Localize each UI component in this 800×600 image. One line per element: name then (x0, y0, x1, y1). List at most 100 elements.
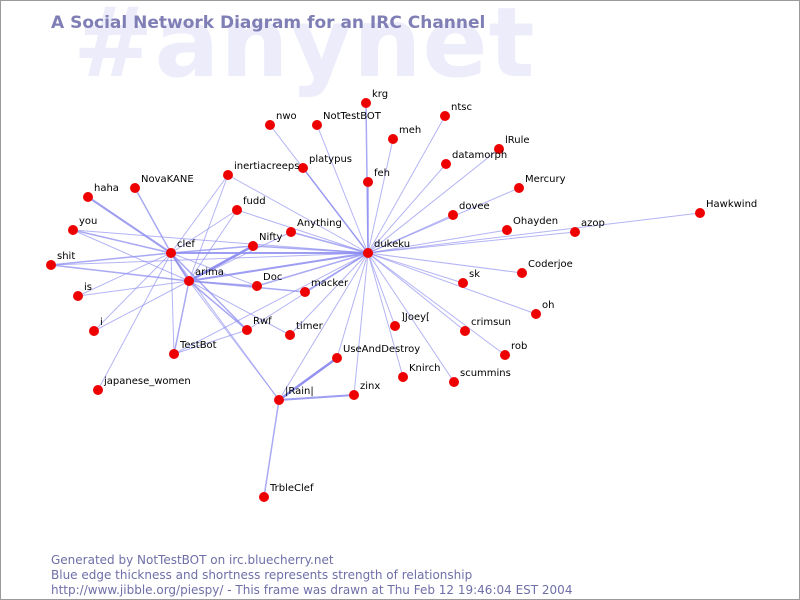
node-dot (232, 205, 242, 215)
node-dot (440, 111, 450, 121)
edge-dukeku-dovee (367, 214, 454, 254)
node-label: Hawkwind (706, 199, 757, 210)
node-dot (363, 177, 373, 187)
node-dot (286, 227, 296, 237)
edge-dukeku-you (72, 229, 369, 254)
edge-dukeku-Rain (278, 252, 369, 401)
node-Knirch: Knirch (398, 363, 440, 382)
node-haha: haha (83, 183, 119, 202)
edge-arima-i (93, 280, 190, 332)
edge-dukeku-platypus (302, 167, 369, 254)
edge-arima-Nifty (187, 244, 255, 283)
edge-dukeku-scummins (367, 252, 455, 383)
node-label: i (100, 317, 103, 328)
node-dot (265, 120, 275, 130)
node-label: Doc (263, 272, 282, 283)
node-dukeku: dukeku (363, 239, 410, 258)
node-Rain: |Rain| (274, 386, 314, 405)
node-NovaKANE: NovaKANE (130, 174, 194, 193)
node-platypus: platypus (298, 154, 352, 173)
node-feh: feh (363, 168, 390, 187)
node-TestBot: TestBot (169, 340, 217, 359)
node-dot (285, 330, 295, 340)
node-label: datamorph (452, 150, 507, 161)
node-dot (349, 390, 359, 400)
node-label: dukeku (374, 239, 410, 250)
node-dot (184, 276, 194, 286)
node-dot (312, 120, 322, 130)
edge-dukeku-TestBot (173, 252, 369, 355)
node-Mercury: Mercury (514, 174, 566, 193)
footer-url-timestamp: http://www.jibble.org/piespy/ - This fra… (51, 583, 573, 597)
edge-dukeku-Anything (290, 231, 369, 254)
node-label: arima (195, 267, 224, 278)
node-dot (89, 326, 99, 336)
edge-dukeku-Hawkwind (367, 212, 701, 254)
node-dot (448, 210, 458, 220)
node-label: crimsun (471, 317, 511, 328)
node-TrbleClef: TrbleClef (259, 483, 314, 502)
edge-dukeku-crimsun (367, 252, 466, 332)
node-Joey: ]Joey[ (390, 312, 430, 331)
node-label: sk (469, 269, 480, 280)
edge-dukeku-NotTestBOT (316, 124, 369, 254)
edge-clef-NovaKANE (134, 187, 172, 254)
edge-arima-Rwf (188, 280, 248, 331)
edge-Rain-TrbleClef (263, 399, 280, 498)
node-dot (514, 183, 524, 193)
edge-dukeku-ntsc (367, 115, 446, 254)
node-dot (298, 163, 308, 173)
node-dot (223, 170, 233, 180)
node-Coderjoe: Coderjoe (517, 259, 573, 278)
edge-clef-haha (87, 196, 172, 254)
node-label: Mercury (525, 174, 566, 185)
node-label: rob (511, 341, 527, 352)
node-ntsc: ntsc (440, 102, 472, 121)
node-oh: oh (531, 300, 554, 319)
node-Anything: Anything (286, 218, 342, 237)
node-label: |Rain| (285, 386, 314, 397)
node-label: Knirch (409, 363, 440, 374)
node-Ohayden: Ohayden (502, 216, 558, 235)
node-nwo: nwo (265, 111, 297, 130)
edge-arima-inertiacreeps (188, 174, 229, 282)
node-sk: sk (458, 269, 480, 288)
node-label: japanese_women (103, 376, 191, 387)
node-dot (531, 309, 541, 319)
edge-clef-Nifty (170, 245, 254, 254)
node-clef: clef (166, 239, 195, 258)
node-dot (502, 225, 512, 235)
footer: Generated by NotTestBOT on irc.bluecherr… (51, 553, 572, 598)
edge-clef-is (77, 252, 172, 297)
node-label: Ohayden (513, 216, 558, 227)
node-dot (388, 134, 398, 144)
node-dot (458, 278, 468, 288)
diagram-title: A Social Network Diagram for an IRC Chan… (51, 13, 486, 33)
node-azop: azop (570, 218, 605, 237)
node-label: fudd (243, 196, 266, 207)
node-label: platypus (309, 154, 352, 165)
node-label: scummins (460, 368, 511, 379)
edge-Rain-zinx (278, 394, 355, 401)
node-krg: krg (361, 89, 388, 108)
node-dot (46, 260, 56, 270)
edge-dukeku-datamorph (367, 163, 447, 254)
edge-arima-Rain (188, 280, 280, 401)
node-dot (570, 227, 580, 237)
channel-watermark: #anynet (73, 0, 536, 99)
node-label: haha (94, 183, 119, 194)
node-label: azop (581, 218, 605, 229)
node-dot (242, 325, 252, 335)
node-label: timer (296, 321, 324, 332)
edge-dukeku-meh (367, 138, 394, 254)
node-label: NovaKANE (141, 174, 194, 185)
node-label: lRule (505, 135, 530, 146)
node-NotTestBOT: NotTestBOT (312, 111, 382, 130)
node-label: ntsc (451, 102, 472, 113)
node-dot (517, 268, 527, 278)
node-dot (449, 377, 459, 387)
node-macker: macker (300, 278, 349, 297)
